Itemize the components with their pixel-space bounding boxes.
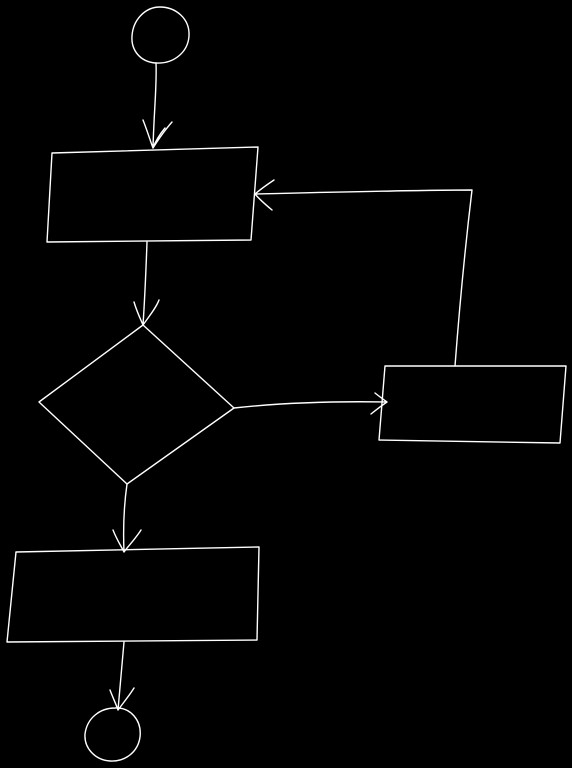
arrow-start-to-process-1 (142, 62, 173, 149)
start-terminal (131, 6, 190, 64)
decision-diamond (38, 324, 235, 485)
arrow-process-2-to-end (109, 641, 135, 711)
arrow-process-1-to-decision (133, 241, 160, 326)
process-1-box (46, 146, 259, 243)
side-process-box (378, 365, 567, 444)
end-terminal (84, 707, 141, 762)
arrow-decision-to-process-2 (112, 483, 142, 553)
process-2-box (6, 546, 260, 643)
arrow-decision-to-side-process (233, 392, 388, 415)
arrow-side-process-to-process-1 (254, 179, 473, 367)
